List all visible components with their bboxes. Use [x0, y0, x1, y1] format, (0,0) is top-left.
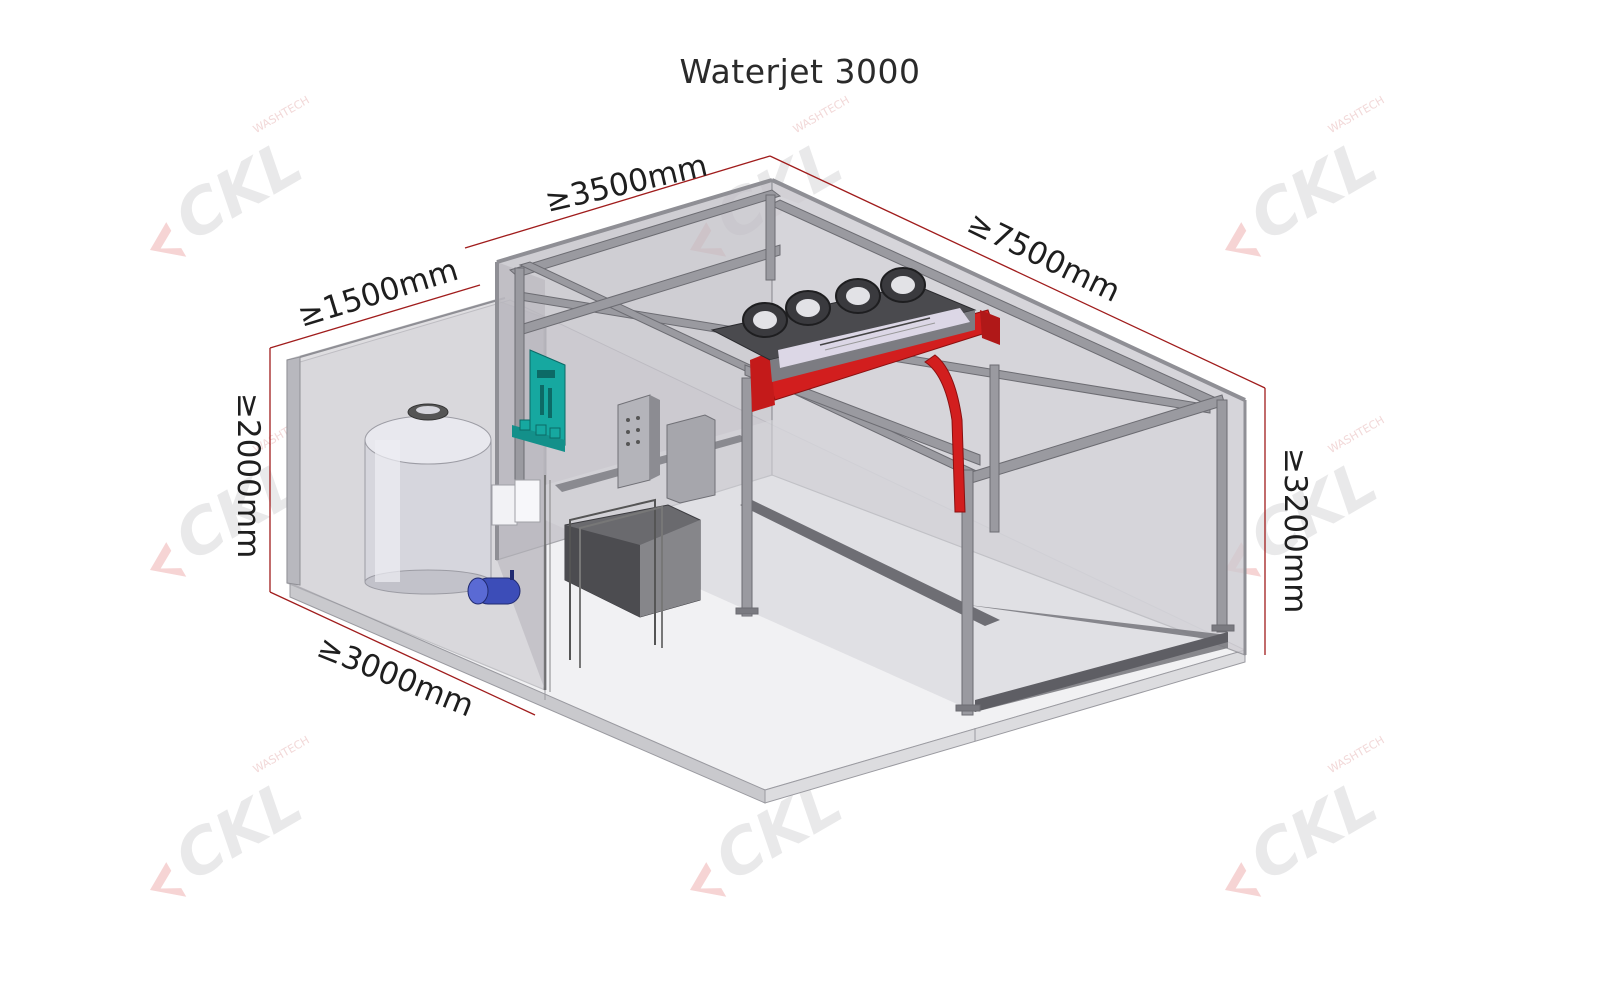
watermark-text: CKL: [163, 125, 315, 255]
watermark-sub: WASHTECH: [1326, 413, 1387, 456]
watermark-sub: WASHTECH: [251, 93, 312, 136]
watermark-text: CKL: [1238, 125, 1390, 255]
watermark-logo: CKL WASHTECH: [1225, 733, 1390, 897]
watermark-sub: WASHTECH: [791, 93, 852, 136]
pump-unit: [544, 475, 701, 692]
wash-gantry: [710, 267, 1000, 513]
chemical-tanks: [491, 479, 541, 526]
watermark-sub: WASHTECH: [251, 733, 312, 776]
watermark-text: CKL: [163, 765, 315, 895]
diagram-title: Waterjet 3000: [679, 52, 921, 91]
dim-machine-height: ≥3200mm: [1277, 448, 1313, 613]
water-tank: [364, 403, 492, 595]
dim-room-height: ≥2000mm: [230, 393, 266, 558]
watermark-logo: CKL WASHTECH: [150, 93, 315, 257]
watermark-sub: WASHTECH: [1326, 93, 1387, 136]
electrical-cabinets: [617, 394, 716, 504]
control-panel: [512, 349, 566, 452]
air-tank: [467, 570, 521, 605]
watermark-logo: CKL WASHTECH: [1225, 93, 1390, 257]
watermark-sub: WASHTECH: [1326, 733, 1387, 776]
watermark-logo: CKL WASHTECH: [150, 733, 315, 897]
watermark-text: CKL: [1238, 765, 1390, 895]
dimension-lines: [269, 155, 1266, 716]
